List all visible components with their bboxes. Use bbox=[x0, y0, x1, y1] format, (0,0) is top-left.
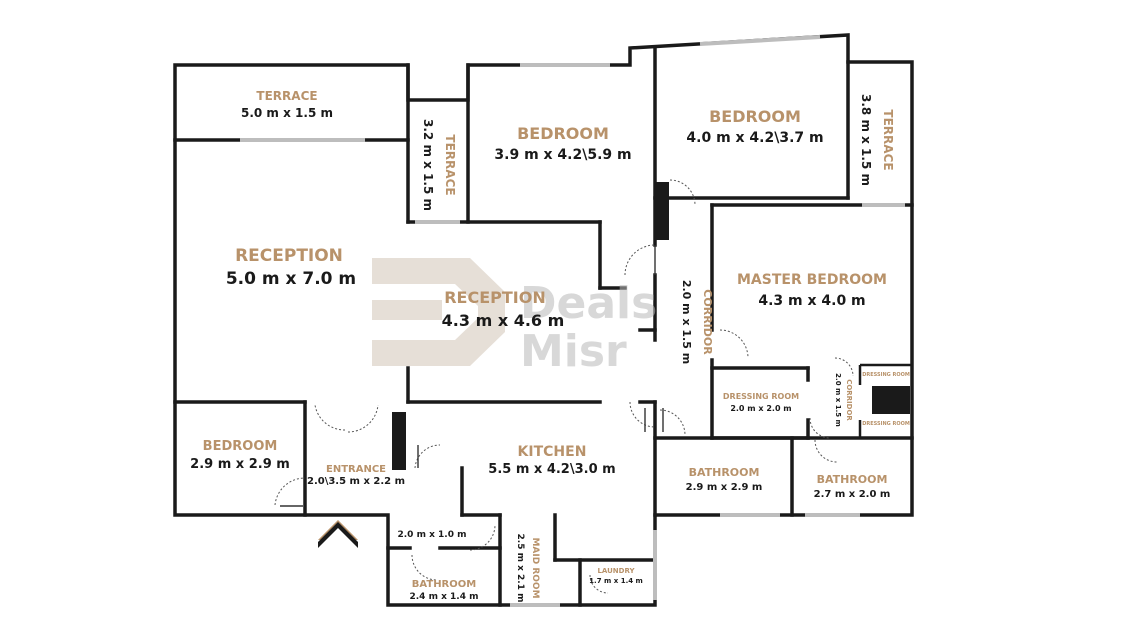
room-name-dressing-room: DRESSING ROOM bbox=[723, 392, 799, 401]
room-name-terrace-right: TERRACE bbox=[881, 109, 895, 170]
room-dim-entrance: 2.0\3.5 m x 2.2 m bbox=[307, 476, 405, 487]
walls bbox=[173, 33, 914, 607]
room-name-dressing-small-top: DRESSING ROOM bbox=[862, 372, 910, 378]
room-dim-master-bedroom: 4.3 m x 4.0 m bbox=[758, 293, 865, 309]
room-dim-bedroom-a: 3.9 m x 4.2\5.9 m bbox=[494, 147, 631, 163]
room-name-dressing-small-bottom: DRESSING ROOM bbox=[862, 421, 910, 427]
room-dim-terrace-mid: 3.2 m x 1.5 m bbox=[421, 119, 435, 211]
room-name-reception-center: RECEPTION bbox=[444, 288, 546, 307]
room-dim-bathroom-small: 2.4 m x 1.4 m bbox=[410, 592, 479, 602]
room-name-corridor-center: CORRIDOR bbox=[701, 289, 714, 355]
room-dim-laundry: 1.7 m x 1.4 m bbox=[589, 577, 643, 585]
room-dim-corridor-right: 2.0 m x 1.5 m bbox=[834, 373, 842, 427]
room-name-entrance: ENTRANCE bbox=[326, 464, 386, 475]
room-dim-reception-center: 4.3 m x 4.6 m bbox=[442, 311, 565, 330]
watermark: Deals Misr bbox=[372, 258, 657, 377]
room-name-master-bedroom: MASTER BEDROOM bbox=[737, 272, 887, 288]
watermark-logo-bar bbox=[372, 300, 442, 320]
room-dim-dressing-room: 2.0 m x 2.0 m bbox=[730, 404, 791, 413]
room-dim-maid-room: 2.5 m x 2.1 m bbox=[515, 534, 525, 603]
room-name-kitchen: KITCHEN bbox=[518, 444, 587, 460]
room-name-corridor-right: CORRIDOR bbox=[845, 379, 853, 421]
room-name-laundry: LAUNDRY bbox=[597, 567, 635, 575]
room-dim-bathroom-mid: 2.9 m x 2.9 m bbox=[686, 482, 763, 493]
room-dim-bathroom-right: 2.7 m x 2.0 m bbox=[814, 489, 891, 500]
watermark-logo-shape bbox=[372, 258, 505, 366]
room-dim-corridor-center: 2.0 m x 1.5 m bbox=[680, 280, 693, 364]
room-dim-terrace-top: 5.0 m x 1.5 m bbox=[241, 106, 333, 120]
watermark-line2: Misr bbox=[520, 326, 627, 377]
room-name-terrace-mid: TERRACE bbox=[443, 134, 457, 195]
room-name-bedroom-b: BEDROOM bbox=[709, 107, 801, 126]
watermark-line1: Deals bbox=[520, 278, 657, 329]
room-name-maid-room: MAID ROOM bbox=[530, 537, 540, 598]
room-name-terrace-top: TERRACE bbox=[256, 89, 317, 103]
room-dim-hall-small: 2.0 m x 1.0 m bbox=[398, 530, 467, 540]
room-labels: TERRACE 5.0 m x 1.5 m TERRACE 3.2 m x 1.… bbox=[190, 89, 910, 602]
room-name-reception-left: RECEPTION bbox=[235, 246, 343, 266]
room-dim-bedroom-b: 4.0 m x 4.2\3.7 m bbox=[686, 130, 823, 146]
room-name-bathroom-mid: BATHROOM bbox=[689, 466, 760, 479]
room-name-bathroom-small: BATHROOM bbox=[412, 579, 476, 590]
room-dim-bedroom-c: 2.9 m x 2.9 m bbox=[190, 457, 290, 472]
room-dim-terrace-right: 3.8 m x 1.5 m bbox=[859, 94, 873, 186]
room-dim-reception-left: 5.0 m x 7.0 m bbox=[226, 269, 356, 289]
room-name-bedroom-a: BEDROOM bbox=[517, 124, 609, 143]
room-dim-kitchen: 5.5 m x 4.2\3.0 m bbox=[488, 462, 615, 477]
room-name-bathroom-right: BATHROOM bbox=[817, 473, 888, 486]
door-swings bbox=[274, 179, 854, 594]
room-name-bedroom-c: BEDROOM bbox=[203, 439, 278, 454]
windows bbox=[240, 35, 905, 607]
entrance-arrow-icon bbox=[318, 520, 358, 548]
